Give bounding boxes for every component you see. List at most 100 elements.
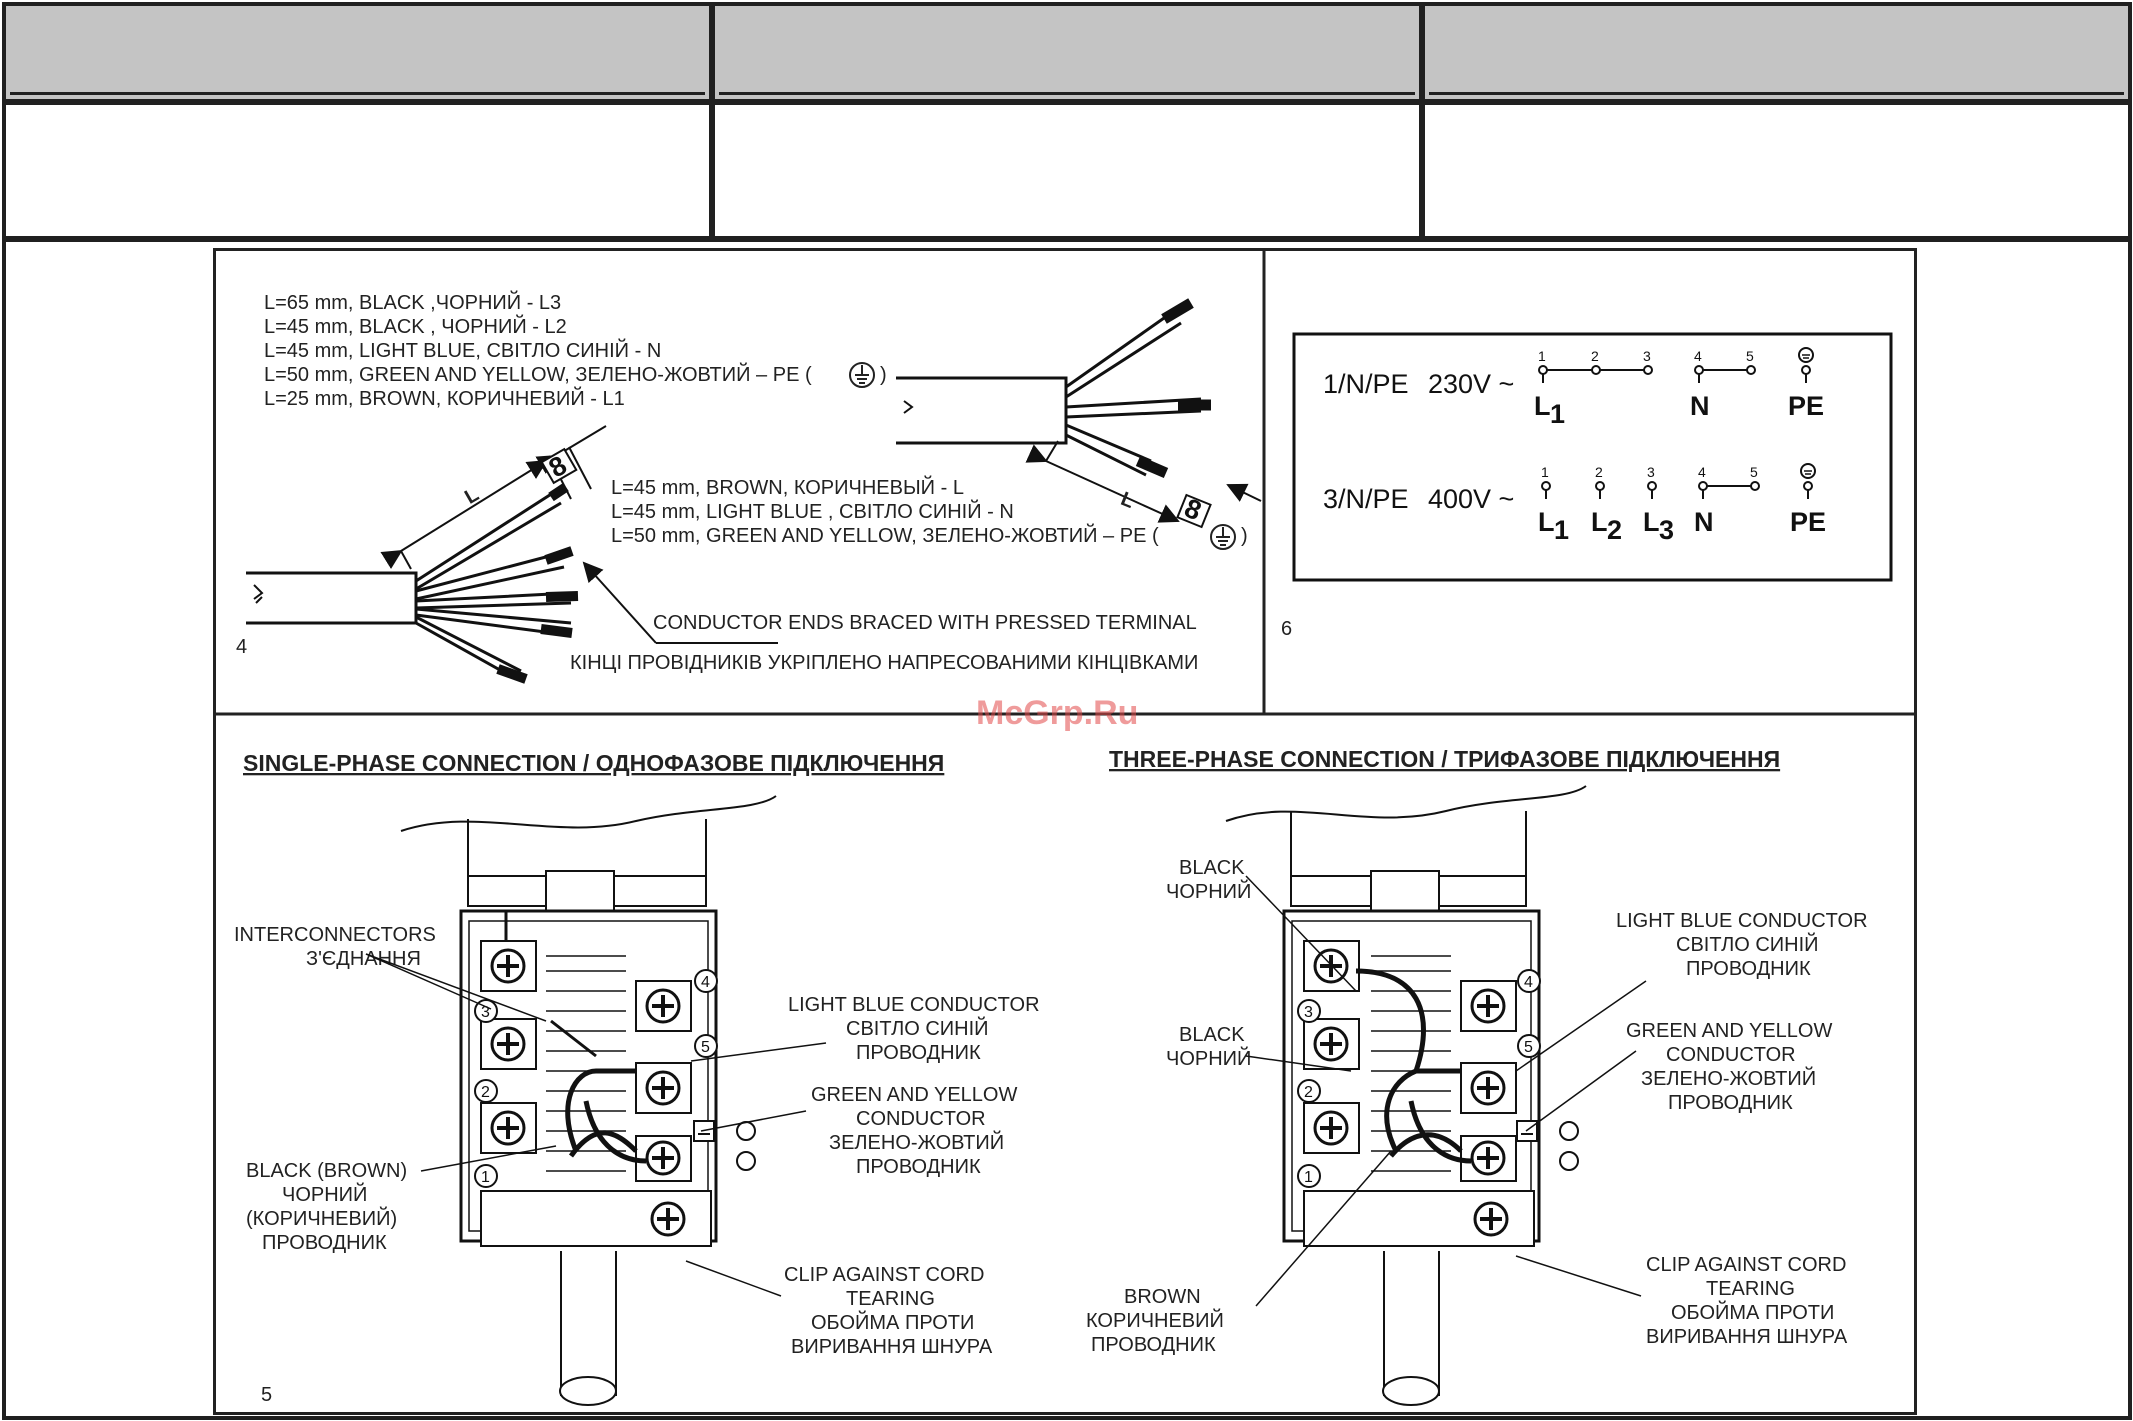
t-brown-ua: КОРИЧНЕВИЙ [1086, 1308, 1224, 1332]
t-lightblue-ua: СВІТЛО СИНІЙ [1676, 932, 1819, 956]
label-L1-row2: L [1538, 507, 1555, 537]
t-brown-ua2: ПРОВОДНИК [1091, 1334, 1216, 1356]
s-lightblue-en: LIGHT BLUE CONDUCTOR [788, 994, 1040, 1016]
wire-spec-pe: L=50 mm, GREEN AND YELLOW, ЗЕЛЕНО-ЖОВТИЙ… [264, 362, 812, 386]
wire-spec-pe-close: ) [880, 364, 887, 386]
t-greenyellow-ua2: ПРОВОДНИК [1668, 1092, 1793, 1114]
sub-cell-3 [1421, 101, 2132, 240]
s-blackbrown-en: BLACK (BROWN) [246, 1160, 407, 1182]
label-L2-row2: L [1591, 507, 1608, 537]
s-blackbrown-ua3: ПРОВОДНИК [262, 1232, 387, 1254]
s-term-5: 5 [701, 1039, 710, 1056]
t-lightblue-en: LIGHT BLUE CONDUCTOR [1616, 910, 1868, 932]
earth-symbol-icon-4 [1800, 463, 1816, 479]
s-blackbrown-ua2: (КОРИЧНЕВИЙ) [246, 1206, 397, 1230]
t-black1-en: BLACK [1179, 857, 1245, 879]
t-greenyellow-ua: ЗЕЛЕНО-ЖОВТИЙ [1641, 1066, 1816, 1090]
label-PE-row1: PE [1788, 391, 1824, 421]
t-lightblue-ua2: ПРОВОДНИК [1686, 958, 1811, 980]
t-term-5: 5 [1524, 1039, 1533, 1056]
wiring-figures: L=65 mm, BLACK ,ЧОРНИЙ - L3 L=45 mm, BLA… [216, 251, 1914, 1406]
three-phase-labels: BLACK ЧОРНИЙ BLACK ЧОРНИЙ BROWN КОРИЧНЕВ… [1086, 857, 1868, 1356]
wire-spec-l3: L=65 mm, BLACK ,ЧОРНИЙ - L3 [264, 290, 561, 314]
watermark: McGrp.Ru [976, 694, 1138, 732]
t1-2: 2 [1591, 348, 1599, 364]
three-phase-terminal-block: 3 2 1 4 5 [1225, 785, 1587, 1406]
t-brown-en: BROWN [1124, 1286, 1201, 1308]
single-phase-title: SINGLE-PHASE CONNECTION / ОДНОФАЗОВЕ ПІД… [243, 750, 944, 776]
scheme-1: 1/N/PE [1323, 369, 1409, 399]
t-clip-en: CLIP AGAINST CORD [1646, 1254, 1846, 1276]
s-greenyellow-en2: CONDUCTOR [856, 1108, 986, 1130]
s-lightblue-ua: СВІТЛО СИНІЙ [846, 1016, 989, 1040]
t-black1-ua: ЧОРНИЙ [1166, 879, 1251, 903]
t1-5: 5 [1746, 348, 1754, 364]
three-phase-title: THREE-PHASE CONNECTION / ТРИФАЗОВЕ ПІДКЛ… [1109, 746, 1780, 772]
s-greenyellow-ua: ЗЕЛЕНО-ЖОВТИЙ [829, 1130, 1004, 1154]
earth-symbol-icon-2 [1210, 524, 1236, 550]
conductor-ends-en: CONDUCTOR ENDS BRACED WITH PRESSED TERMI… [653, 612, 1197, 634]
t2-3: 3 [1647, 464, 1655, 480]
t-term-2: 2 [1304, 1084, 1313, 1101]
sub-cell-1 [2, 101, 713, 240]
fig5-number: 5 [261, 1384, 272, 1406]
fig6-number: 6 [1281, 618, 1292, 640]
scheme-2: 3/N/PE [1323, 484, 1409, 514]
fig5-connection-diagrams: SINGLE-PHASE CONNECTION / ОДНОФАЗОВЕ ПІД… [234, 746, 1868, 1406]
single-phase-labels: INTERCONNECTORS З'ЄДНАННЯ LIGHT BLUE CON… [234, 924, 1040, 1358]
t-black2-en: BLACK [1179, 1024, 1245, 1046]
s-greenyellow-en: GREEN AND YELLOW [811, 1084, 1017, 1106]
label-L-sub-row1: 1 [1550, 399, 1565, 429]
voltage-1: 230V ~ [1428, 369, 1514, 399]
t-term-4: 4 [1524, 974, 1533, 991]
t-greenyellow-en: GREEN AND YELLOW [1626, 1020, 1832, 1042]
t2-1: 1 [1541, 464, 1549, 480]
s-clip-ua: ОБОЙМА ПРОТИ [811, 1310, 974, 1334]
figure-panel: L=65 mm, BLACK ,ЧОРНИЙ - L3 L=45 mm, BLA… [213, 248, 1917, 1415]
label-L3-sub: 3 [1659, 515, 1674, 545]
s-blackbrown-ua: ЧОРНИЙ [282, 1182, 367, 1206]
t2-2: 2 [1595, 464, 1603, 480]
dim-L-left: L [461, 483, 483, 508]
label-L1-sub: 1 [1554, 515, 1569, 545]
fig6-supply-schemes: 6 1/N/PE 230V ~ 1 2 3 [1281, 332, 1893, 640]
fig4-number: 4 [236, 636, 247, 658]
single-phase-terminal-block: 3 2 1 4 5 [400, 795, 777, 1406]
wire-spec-l1: L=25 mm, BROWN, КОРИЧНЕВИЙ - L1 [264, 386, 625, 410]
label-N-row1: N [1690, 391, 1710, 421]
single-spec-n: L=45 mm, LIGHT BLUE , СВІТЛО СИНІЙ - N [611, 499, 1014, 523]
s-greenyellow-ua2: ПРОВОДНИК [856, 1156, 981, 1178]
t-greenyellow-en2: CONDUCTOR [1666, 1044, 1796, 1066]
single-spec-l: L=45 mm, BROWN, КОРИЧНЕВЫЙ - L [611, 475, 964, 499]
fig4-cable-diagram: L=65 mm, BLACK ,ЧОРНИЙ - L3 L=45 mm, BLA… [236, 290, 1262, 684]
t2-4: 4 [1698, 464, 1706, 480]
wire-spec-l2: L=45 mm, BLACK , ЧОРНИЙ - L2 [264, 314, 567, 338]
label-N-row2: N [1694, 507, 1714, 537]
earth-symbol-icon [849, 362, 875, 388]
single-spec-pe: L=50 mm, GREEN AND YELLOW, ЗЕЛЕНО-ЖОВТИЙ… [611, 523, 1159, 547]
s-term-1: 1 [481, 1169, 490, 1186]
s-term-4: 4 [701, 974, 710, 991]
s-term-2: 2 [481, 1084, 490, 1101]
label-PE-row2: PE [1790, 507, 1826, 537]
wire-spec-n: L=45 mm, LIGHT BLUE, СВІТЛО СИНІЙ - N [264, 338, 661, 362]
t-term-3: 3 [1304, 1004, 1313, 1021]
label-L2-sub: 2 [1607, 515, 1622, 545]
t-clip-en2: TEARING [1706, 1278, 1795, 1300]
header-cell-2 [711, 2, 1423, 103]
header-cell-3 [1421, 2, 2132, 103]
label-L-row1: L [1534, 391, 1551, 421]
earth-symbol-icon-3 [1798, 347, 1814, 363]
s-clip-en: CLIP AGAINST CORD [784, 1264, 984, 1286]
t1-3: 3 [1643, 348, 1651, 364]
sub-cell-2 [711, 101, 1423, 240]
label-L3-row2: L [1643, 507, 1660, 537]
t-clip-ua2: ВИРИВАННЯ ШНУРА [1646, 1326, 1848, 1348]
s-clip-ua2: ВИРИВАННЯ ШНУРА [791, 1336, 993, 1358]
t-term-1: 1 [1304, 1169, 1313, 1186]
voltage-2: 400V ~ [1428, 484, 1514, 514]
header-cell-1 [2, 2, 713, 103]
s-interconnectors-ua: З'ЄДНАННЯ [306, 948, 421, 970]
t1-1: 1 [1538, 348, 1546, 364]
